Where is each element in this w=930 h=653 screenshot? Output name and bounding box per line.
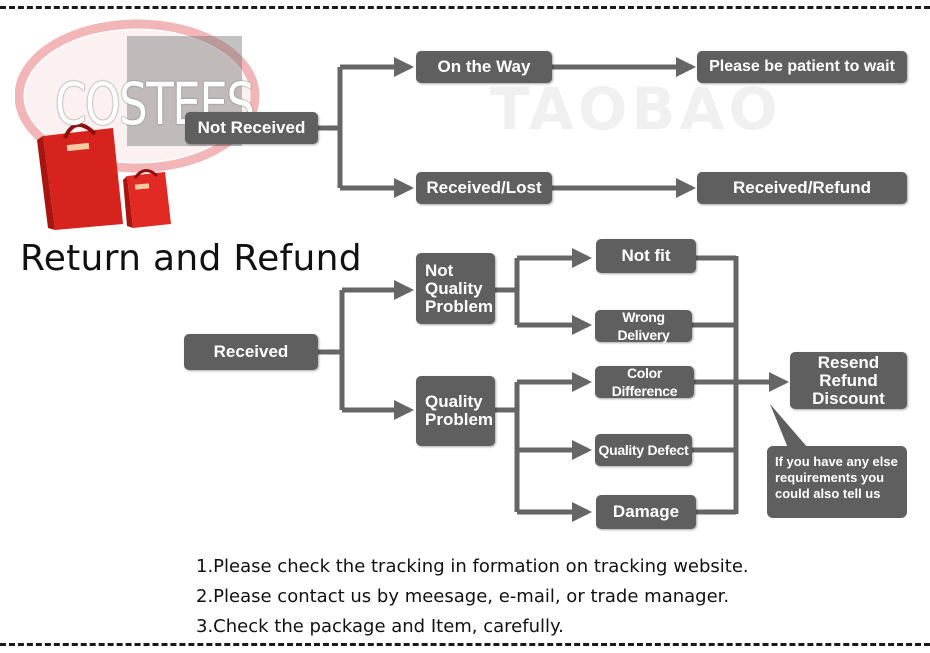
top-dashed-border [0,6,930,9]
node-resend-refund-discount: Resend Refund Discount [790,352,907,409]
faint-watermark: TAOBAO [490,75,782,143]
page-title: Return and Refund [20,238,362,279]
instruction-line: 3.Check the package and Item, carefully. [196,616,564,637]
note-bubble: If you have any else requirements you co… [767,446,907,518]
node-wrong-delivery: Wrong Delivery [595,309,692,343]
node-on-the-way: On the Way [416,51,552,83]
node-not-received: Not Received [185,112,318,144]
not-quality-problem-label: Not Quality Problem [425,260,494,316]
node-not-quality-problem: Not Quality Problem [416,253,495,324]
node-please-wait: Please be patient to wait [697,51,907,83]
node-color-difference: Color Difference [595,365,694,399]
node-not-fit: Not fit [596,239,696,273]
node-quality-defect: Quality Defect [595,434,692,466]
note-bubble-pointer [770,404,808,448]
resend-refund-discount-label: Resend Refund Discount [812,352,885,408]
node-received-lost: Received/Lost [416,172,552,204]
quality-problem-label: Quality Problem [425,392,494,429]
bottom-dashed-border [0,643,930,646]
costees-logo: COSTEES [14,18,265,238]
instruction-line: 2.Please contact us by meesage, e-mail, … [196,586,730,607]
node-received-refund: Received/Refund [697,172,907,204]
node-received: Received [184,334,318,370]
node-quality-problem: Quality Problem [416,376,495,446]
shopping-bag-icon [37,123,171,230]
node-damage: Damage [596,495,696,529]
instruction-line: 1.Please check the tracking in formation… [196,556,749,577]
